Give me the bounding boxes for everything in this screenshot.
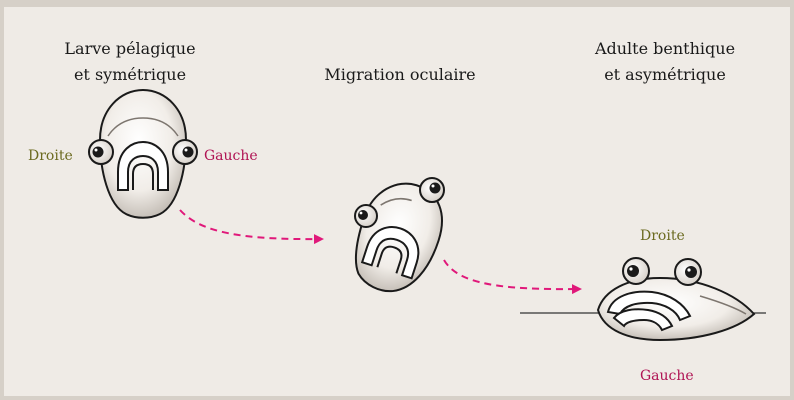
larva-right-eye-icon [89,140,113,164]
larva-fish [89,90,197,218]
arrow-migration-to-adult [444,260,580,289]
adult-flatfish [598,258,754,340]
larva-left-eye-icon [173,140,197,164]
adult-right-eye-icon [623,258,649,284]
adult-left-eye-icon [675,259,701,285]
arrow-larva-to-migration [180,210,322,239]
migrating-fish-left-eye-icon [420,178,444,202]
migrating-fish-right-eye-icon [355,205,377,227]
